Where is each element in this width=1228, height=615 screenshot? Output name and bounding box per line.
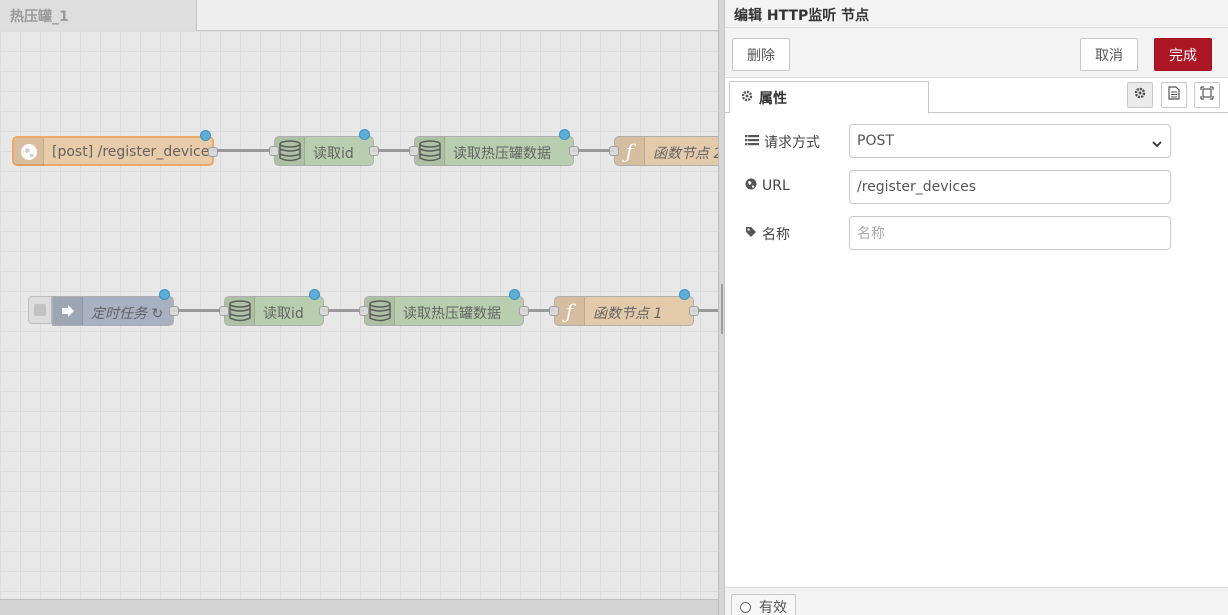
cancel-button[interactable]: 取消 [1080, 38, 1138, 71]
wire[interactable] [692, 309, 718, 312]
input-port[interactable] [219, 306, 229, 316]
node-function[interactable]: ƒ 函数节点 1 [549, 289, 699, 326]
output-port[interactable] [569, 146, 579, 156]
node-function[interactable]: ƒ 函数节点 2 [609, 136, 718, 166]
node-label: 函数节点 1 [593, 306, 663, 322]
node-label: 读取热压罐数据 [403, 306, 501, 322]
input-port[interactable] [609, 146, 619, 156]
node-read-id[interactable]: 读取id [269, 129, 379, 166]
url-row: URL /register_devices [745, 170, 1205, 204]
method-label-text: 请求方式 [764, 135, 820, 151]
workspace: 热压罐_1 [post] /register_devices 读取id 读取热压… [0, 0, 718, 615]
database-icon [225, 297, 255, 325]
gear-icon [1134, 87, 1146, 103]
changed-indicator [559, 129, 570, 140]
circle-icon [740, 601, 751, 613]
output-port[interactable] [208, 147, 218, 157]
document-icon [1168, 86, 1180, 104]
arrow-right-icon [53, 297, 83, 325]
panel-splitter[interactable] [718, 0, 724, 615]
input-port[interactable] [359, 306, 369, 316]
output-port[interactable] [169, 306, 179, 316]
database-icon [415, 137, 445, 165]
list-icon [745, 134, 759, 150]
workspace-tabbar: 热压罐_1 [0, 0, 718, 31]
editor-tray: 编辑 HTTP监听 节点 删除 取消 完成 属性 [724, 0, 1228, 615]
delete-button[interactable]: 删除 [732, 38, 790, 71]
input-port[interactable] [269, 146, 279, 156]
node-read-data[interactable]: 读取热压罐数据 [409, 129, 579, 166]
chevron-down-icon [1152, 136, 1162, 152]
enabled-label: 有效 [759, 600, 787, 615]
wire[interactable] [572, 149, 614, 152]
method-row: 请求方式 POST [745, 124, 1205, 158]
name-row: 名称 名称 [745, 216, 1205, 250]
wire[interactable] [172, 309, 222, 312]
changed-indicator [679, 289, 690, 300]
description-tab-button[interactable] [1161, 82, 1187, 108]
globe-icon [745, 178, 757, 194]
changed-indicator [309, 289, 320, 300]
globe-icon [14, 138, 44, 166]
database-icon [275, 137, 305, 165]
node-read-id[interactable]: 读取id [219, 289, 329, 326]
input-port[interactable] [409, 146, 419, 156]
changed-indicator [359, 129, 370, 140]
workspace-footer [0, 599, 718, 615]
node-label: 读取id [263, 306, 304, 322]
output-port[interactable] [689, 306, 699, 316]
name-input[interactable]: 名称 [849, 216, 1171, 250]
wire[interactable] [212, 149, 272, 152]
method-label: 请求方式 [745, 132, 820, 152]
wire[interactable] [372, 149, 414, 152]
splitter-grip[interactable] [721, 284, 723, 334]
wire[interactable] [522, 309, 554, 312]
function-icon: ƒ [615, 137, 645, 165]
enabled-toggle[interactable]: 有效 [731, 594, 796, 615]
node-label: 函数节点 2 [653, 146, 718, 162]
settings-tab-button[interactable] [1127, 82, 1153, 108]
changed-indicator [509, 289, 520, 300]
url-label: URL [745, 178, 790, 194]
changed-indicator [159, 289, 170, 300]
url-label-text: URL [762, 178, 790, 194]
tray-toolbar: 删除 取消 完成 [725, 28, 1228, 78]
method-select-value: POST [857, 133, 894, 149]
node-read-data[interactable]: 读取热压罐数据 [359, 289, 529, 326]
database-icon [365, 297, 395, 325]
input-port[interactable] [549, 306, 559, 316]
name-label-text: 名称 [762, 227, 790, 243]
node-inject[interactable]: 定时任务 ↻ [52, 289, 179, 326]
output-port[interactable] [519, 306, 529, 316]
changed-indicator [200, 130, 211, 141]
inject-trigger-button[interactable] [28, 296, 52, 324]
output-port[interactable] [369, 146, 379, 156]
frame-icon [1200, 86, 1214, 104]
tab-properties[interactable]: 属性 [729, 81, 929, 114]
tray-title: 编辑 HTTP监听 节点 [725, 0, 1228, 28]
node-label: 定时任务 ↻ [91, 306, 164, 322]
method-select[interactable]: POST [849, 124, 1171, 158]
wire[interactable] [322, 309, 364, 312]
url-input[interactable]: /register_devices [849, 170, 1171, 204]
node-label: 读取热压罐数据 [453, 146, 551, 162]
gear-icon [741, 90, 753, 106]
node-http-in[interactable]: [post] /register_devices [12, 130, 218, 166]
appearance-tab-button[interactable] [1194, 82, 1220, 108]
tray-tabs: 属性 [725, 78, 1228, 114]
tag-icon [745, 226, 757, 242]
tab-flow[interactable]: 热压罐_1 [0, 0, 197, 31]
done-button[interactable]: 完成 [1154, 38, 1212, 71]
tab-properties-label: 属性 [759, 90, 787, 107]
function-icon: ƒ [555, 297, 585, 325]
output-port[interactable] [319, 306, 329, 316]
name-label: 名称 [745, 224, 790, 244]
tray-footer: 有效 [725, 587, 1228, 615]
node-label: 读取id [313, 146, 354, 162]
node-label: [post] /register_devices [52, 144, 217, 160]
